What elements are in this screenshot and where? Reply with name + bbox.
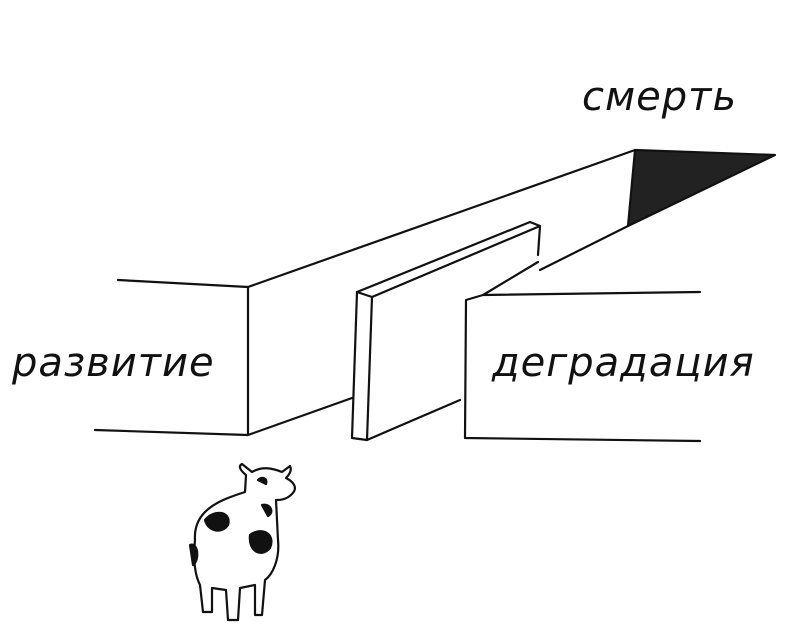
far-corridor [538,148,777,272]
label-degradation: деградация [492,340,755,386]
right-wall [463,260,702,443]
door-panel [350,220,542,442]
cow-icon [188,462,296,622]
left-wall [93,148,637,437]
label-death: смерть [582,74,738,120]
label-development: развитие [12,340,215,386]
